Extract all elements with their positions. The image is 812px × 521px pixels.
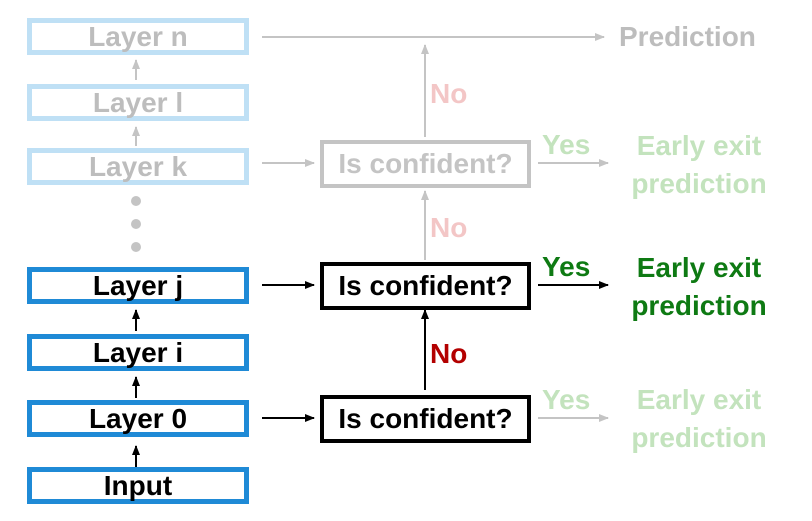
- layer-n-box: Layer n: [27, 18, 249, 55]
- yes-label-top: Yes: [542, 129, 591, 160]
- layer-0-box: Layer 0: [27, 400, 249, 437]
- early-exit-line2: prediction: [631, 290, 767, 321]
- layer-i-box: Layer i: [27, 334, 249, 371]
- yes-label-middle: Yes: [542, 251, 591, 282]
- input-box: Input: [27, 467, 249, 504]
- no-label-middle: No: [430, 212, 468, 243]
- confidence-check-bottom: Is confident?: [320, 395, 531, 443]
- layer-k-label: Layer k: [88, 150, 188, 182]
- early-exit-line1: Early exit: [636, 130, 762, 161]
- layer-j-label: Layer j: [92, 269, 184, 301]
- layer-l-label: Layer l: [92, 86, 184, 118]
- layer-n-label: Layer n: [88, 20, 188, 52]
- confidence-check-top: Is confident?: [320, 140, 531, 188]
- confidence-check-middle-label: Is confident?: [338, 270, 513, 301]
- ellipsis-dot: [131, 242, 141, 252]
- yes-label-bottom: Yes: [542, 384, 591, 415]
- confidence-check-middle: Is confident?: [320, 262, 531, 310]
- early-exit-prediction-middle: Early exit prediction: [619, 249, 779, 325]
- early-exit-line1: Early exit: [636, 252, 762, 283]
- early-exit-line2: prediction: [631, 422, 767, 453]
- prediction-label: Prediction: [619, 21, 756, 52]
- no-label-bottom: No: [430, 338, 468, 369]
- ellipsis-dot: [131, 219, 141, 229]
- layer-0-label: Layer 0: [88, 402, 188, 434]
- no-label-top: No: [430, 78, 468, 109]
- layer-i-label: Layer i: [92, 336, 184, 368]
- ellipsis-dot: [131, 196, 141, 206]
- confidence-check-bottom-label: Is confident?: [338, 403, 513, 434]
- layer-k-box: Layer k: [27, 148, 249, 185]
- layer-j-box: Layer j: [27, 267, 249, 304]
- early-exit-line2: prediction: [631, 168, 767, 199]
- layer-l-box: Layer l: [27, 84, 249, 121]
- early-exit-line1: Early exit: [636, 384, 762, 415]
- confidence-check-top-label: Is confident?: [338, 148, 513, 179]
- input-label: Input: [103, 469, 173, 501]
- early-exit-prediction-top: Early exit prediction: [619, 127, 779, 203]
- early-exit-prediction-bottom: Early exit prediction: [619, 381, 779, 457]
